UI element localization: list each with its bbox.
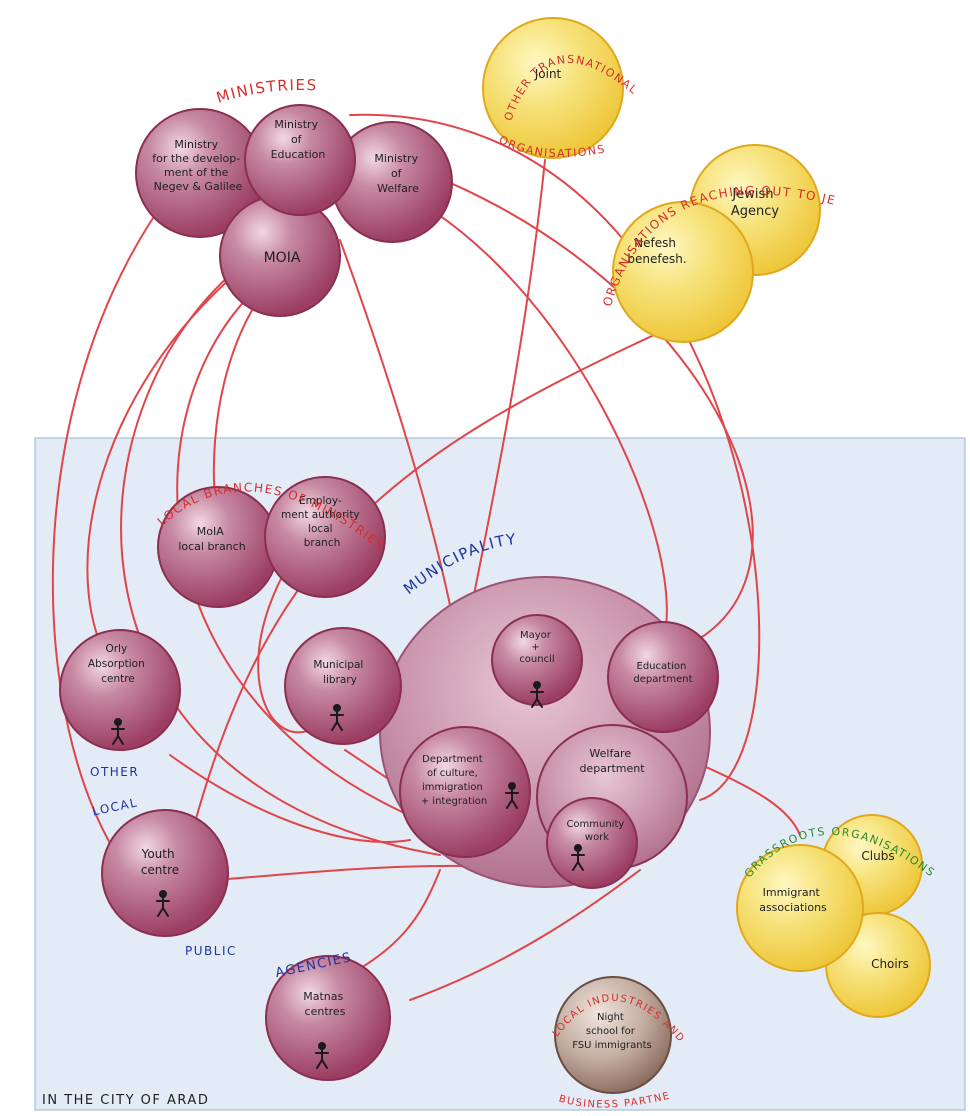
youth-centre-label: Youth centre — [141, 847, 180, 877]
immigrant-associations-label: Immigrant associations — [759, 886, 827, 914]
person-icon — [111, 718, 125, 745]
mayor-council-bubble — [491, 614, 583, 706]
connection-line — [120, 274, 441, 856]
education-department-label: Education department — [633, 661, 692, 685]
matnas-bubble — [265, 955, 391, 1081]
employment-label: Employ- ment authority local branch — [281, 495, 363, 549]
connection-line — [689, 759, 801, 836]
youth-centre-bubble — [101, 809, 229, 937]
library-bubble — [284, 627, 402, 745]
employment-bubble — [264, 476, 386, 598]
welfare-ministry-label: Ministry of Welfare — [374, 152, 421, 195]
connection-line — [409, 869, 641, 1001]
night-school-bubble — [554, 976, 672, 1094]
library-label: Municipal library — [313, 659, 366, 686]
joint-label: Joint — [534, 67, 562, 81]
education-ministry-label: Ministry of Education — [271, 118, 326, 161]
clubs-label: Clubs — [861, 849, 894, 863]
jewish-agency-label: Jewish Agency — [731, 187, 780, 219]
connection-line — [319, 139, 754, 661]
person-icon — [530, 681, 544, 708]
ministries-label: MINISTRIES — [214, 76, 318, 107]
ministries-cluster — [135, 104, 453, 317]
welfare-department-label: Welfare department — [579, 747, 645, 775]
moia-local-label: MoIA local branch — [178, 525, 245, 553]
transnational-cluster — [482, 17, 821, 343]
connection-line — [169, 754, 411, 843]
grassroots-cluster — [736, 814, 931, 1018]
person-icon — [571, 844, 585, 871]
moia-label: MOIA — [264, 250, 301, 266]
matnas-label: Matnas centres — [303, 990, 347, 1018]
nefesh-label: Nefesh benefesh. — [627, 236, 686, 266]
community-work-label: Community work — [566, 819, 627, 843]
absorption-centre-bubble — [59, 629, 181, 751]
culture-department-bubble — [399, 726, 531, 858]
person-icon — [315, 1042, 329, 1069]
person-icon — [505, 782, 519, 809]
city-label: IN THE CITY OF ARAD — [42, 1093, 209, 1108]
absorption-label: Orly Absorption centre — [88, 643, 148, 685]
connection-line — [51, 214, 156, 861]
connection-line — [349, 113, 761, 801]
community-work-bubble — [546, 797, 638, 889]
nefesh-bubble — [612, 201, 754, 343]
night-school-label: Night school for FSU immigrants — [572, 1012, 652, 1051]
negev-ministry-label: Ministry for the develop- ment of the Ne… — [152, 138, 243, 193]
other-label: OTHER — [90, 765, 139, 779]
mayor-label: Mayor + council — [519, 630, 554, 665]
public-label: PUBLIC — [185, 944, 237, 958]
municipality-cluster — [284, 576, 719, 889]
person-icon — [156, 890, 170, 917]
ministry-education-bubble — [244, 104, 356, 216]
choirs-label: Choirs — [871, 957, 909, 971]
local-branches-cluster — [157, 476, 386, 608]
person-icon — [330, 704, 344, 731]
joint-bubble — [482, 17, 624, 159]
culture-department-label: Department of culture, immigration + int… — [421, 754, 488, 807]
immigrant-associations-bubble — [736, 844, 864, 972]
education-department-bubble — [607, 621, 719, 733]
